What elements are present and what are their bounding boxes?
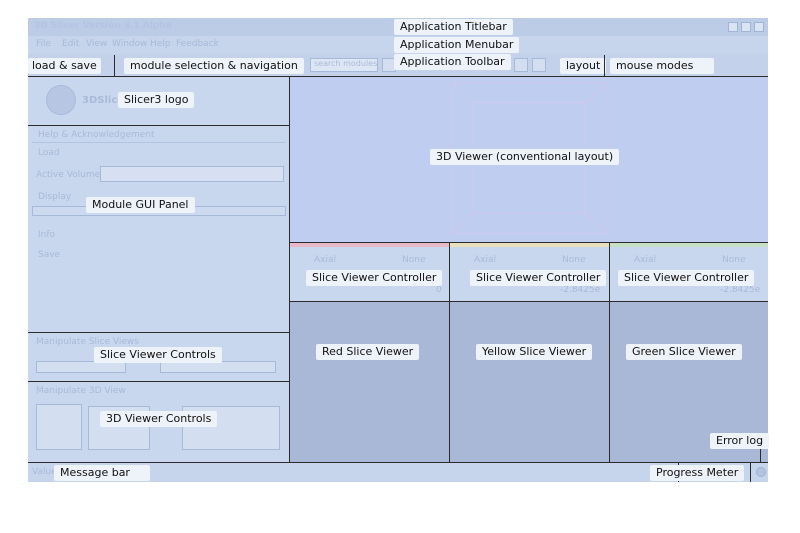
manipulate-slice-header[interactable]: Manipulate Slice Views [36, 337, 139, 347]
separator [290, 242, 768, 243]
slicer-logo-icon [46, 85, 76, 115]
titlebar-text: 3D Slicer Version 3.1 Alpha [34, 21, 172, 31]
separator [114, 55, 115, 76]
slice-control-strip[interactable] [36, 361, 126, 373]
rotation-widget[interactable] [36, 404, 82, 450]
progress-meter-annotation: Progress Meter [650, 465, 745, 481]
separator [28, 462, 768, 463]
green-controller-annotation: Slice Viewer Controller [618, 270, 755, 286]
toolbar-button[interactable] [514, 58, 528, 72]
module-search-field[interactable]: search modules [310, 58, 378, 72]
volume-select[interactable]: None [722, 255, 746, 265]
module-nav-annotation: module selection & navigation [124, 58, 304, 74]
mouse-modes-annotation: mouse modes [610, 58, 714, 74]
load-section[interactable]: Load [38, 148, 60, 158]
separator [28, 125, 289, 126]
menubar-annotation: Application Menubar [394, 37, 520, 53]
separator [28, 76, 768, 77]
green-color-bar [610, 243, 768, 247]
separator [28, 332, 289, 333]
slice-controls-annotation: Slice Viewer Controls [94, 347, 222, 363]
status-prefix: Value [32, 467, 57, 477]
separator [750, 462, 751, 482]
load-save-annotation: load & save [28, 58, 101, 74]
3d-viewer-annotation: 3D Viewer (conventional layout) [430, 149, 620, 165]
red-color-bar [290, 243, 449, 247]
active-volume-select[interactable] [100, 166, 284, 182]
menu-window[interactable]: Window [112, 39, 148, 49]
message-bar-annotation: Message bar [54, 465, 150, 481]
orientation-select[interactable]: Axial [314, 255, 336, 265]
minimize-icon[interactable] [728, 22, 738, 32]
yellow-controller-annotation: Slice Viewer Controller [470, 270, 607, 286]
error-log-annotation: Error log [710, 433, 770, 449]
3d-controls-annotation: 3D Viewer Controls [100, 411, 218, 427]
menu-edit[interactable]: Edit [62, 39, 80, 49]
search-placeholder: search modules [314, 59, 378, 68]
menu-view[interactable]: View [86, 39, 108, 49]
yellow-color-bar [450, 243, 609, 247]
box-edge [451, 212, 475, 234]
section-bar [32, 142, 286, 143]
box-edge [585, 212, 609, 234]
display-section[interactable]: Display [38, 192, 72, 202]
orientation-select[interactable]: Axial [634, 255, 656, 265]
active-volume-label: Active Volume [36, 170, 101, 180]
separator [290, 301, 768, 302]
status-bar: Value [28, 462, 768, 482]
toolbar-annotation: Application Toolbar [394, 54, 511, 70]
separator [604, 55, 605, 76]
close-icon[interactable] [754, 22, 764, 32]
titlebar-annotation: Application Titlebar [394, 19, 513, 35]
module-panel-annotation: Module GUI Panel [86, 197, 195, 213]
box-edge [585, 82, 609, 104]
separator [28, 381, 289, 382]
separator [609, 243, 610, 462]
layout-annotation: layout [560, 58, 607, 74]
slice-offset: 0 [436, 285, 442, 295]
error-log-pointer [760, 449, 761, 467]
box-edge [451, 82, 475, 104]
maximize-icon[interactable] [741, 22, 751, 32]
slice-offset: -2.8425e [720, 285, 761, 295]
logo-text: 3DSlicer [82, 95, 129, 106]
save-section[interactable]: Save [38, 250, 61, 260]
error-log-icon[interactable] [756, 467, 766, 477]
slice-viewer-controls: Manipulate Slice Views [28, 333, 289, 381]
red-viewer-annotation: Red Slice Viewer [316, 344, 420, 360]
red-controller-annotation: Slice Viewer Controller [306, 270, 443, 286]
green-viewer-annotation: Green Slice Viewer [626, 344, 742, 360]
menu-feedback[interactable]: Feedback [176, 39, 219, 49]
menu-file[interactable]: File [36, 39, 52, 49]
slice-offset: -2.8425e [560, 285, 601, 295]
yellow-slice-viewer[interactable] [450, 302, 609, 462]
logo-annotation: Slicer3 logo [118, 92, 195, 108]
yellow-viewer-annotation: Yellow Slice Viewer [476, 344, 593, 360]
manipulate-3d-header[interactable]: Manipulate 3D View [36, 386, 126, 396]
volume-select[interactable]: None [402, 255, 426, 265]
toolbar-button[interactable] [532, 58, 546, 72]
separator [449, 243, 450, 462]
orientation-select[interactable]: Axial [474, 255, 496, 265]
help-section[interactable]: Help & Acknowledgement [38, 130, 155, 140]
menu-help[interactable]: Help [150, 39, 171, 49]
info-section[interactable]: Info [38, 230, 56, 240]
volume-select[interactable]: None [562, 255, 586, 265]
red-slice-viewer[interactable] [290, 302, 449, 462]
module-gui-panel: Help & Acknowledgement Load Active Volum… [28, 126, 289, 332]
separator [289, 77, 290, 462]
